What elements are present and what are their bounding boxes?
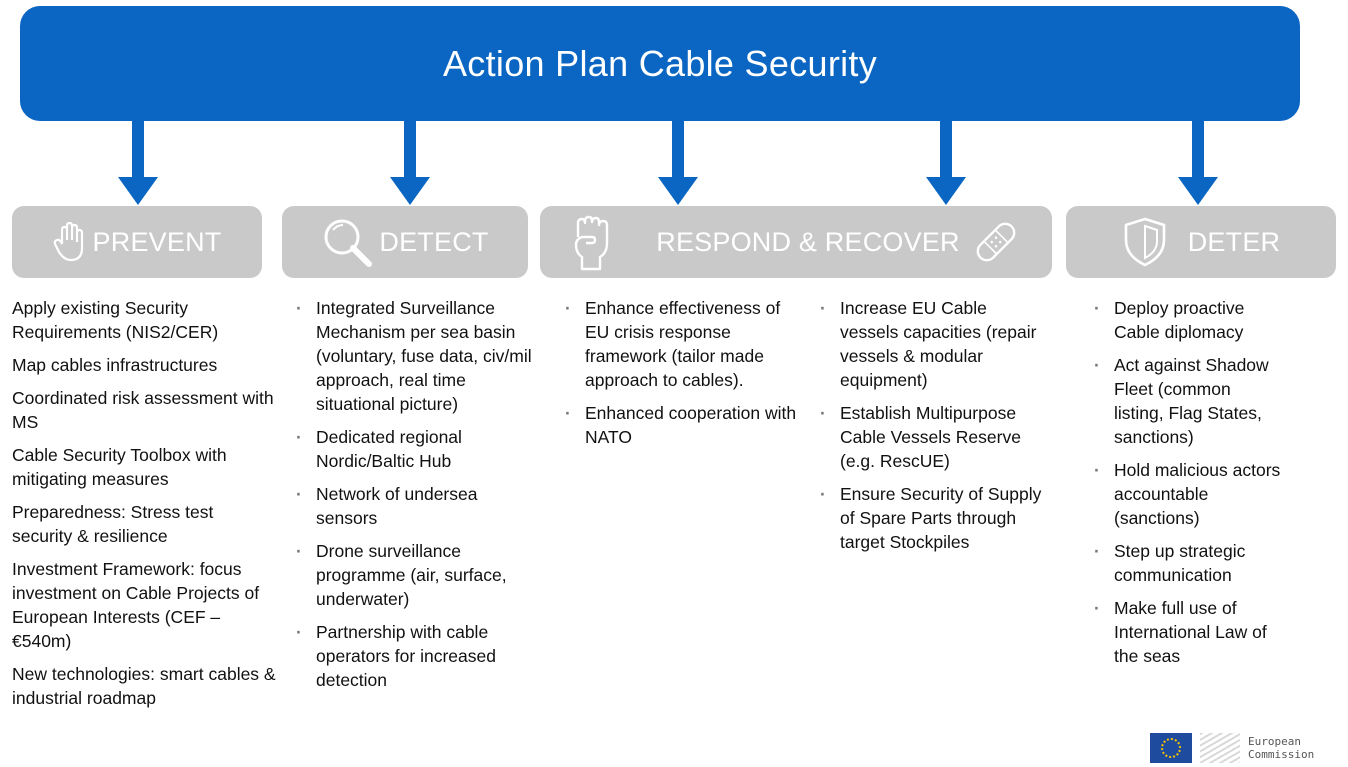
list-item: Network of undersea sensors — [294, 482, 540, 530]
list-item: Make full use of International Law of th… — [1092, 596, 1282, 668]
logo-graphic — [1200, 732, 1240, 763]
respond-list: Enhance effectiveness of EU crisis respo… — [563, 296, 803, 458]
recover-list: Increase EU Cable vessels capacities (re… — [818, 296, 1050, 563]
list-item: Partnership with cable operators for inc… — [294, 620, 540, 692]
pillar-deter: DETER — [1066, 206, 1336, 278]
eu-flag-icon — [1150, 732, 1192, 763]
list-item: Enhanced cooperation with NATO — [563, 401, 803, 449]
title-banner: Action Plan Cable Security — [20, 6, 1300, 121]
list-item: New technologies: smart cables & industr… — [12, 664, 276, 708]
list-item: Increase EU Cable vessels capacities (re… — [818, 296, 1050, 392]
diagram-title: Action Plan Cable Security — [442, 42, 878, 84]
list-item: Cable Security Toolbox with mitigating m… — [12, 445, 227, 489]
arrow-down-icon — [1178, 119, 1218, 205]
list-item: Step up strategic communication — [1092, 539, 1282, 587]
list-item: Establish Multipurpose Cable Vessels Res… — [818, 401, 1050, 473]
list-item: Ensure Security of Supply of Spare Parts… — [818, 482, 1050, 554]
pillar-label: DETECT — [379, 226, 489, 257]
detect-list: Integrated Surveillance Mechanism per se… — [294, 296, 540, 701]
list-item: Integrated Surveillance Mechanism per se… — [294, 296, 540, 416]
arrow-down-icon — [118, 119, 158, 205]
bandage-icon — [976, 222, 1016, 262]
arrow-down-icon — [658, 119, 698, 205]
magnifier-icon — [324, 219, 373, 267]
pillar-detect: DETECT — [282, 206, 528, 278]
pillar-respond-recover: RESPOND & RECOVER — [540, 206, 1052, 278]
list-item: Enhance effectiveness of EU crisis respo… — [563, 296, 803, 392]
logo-line2: Commission — [1248, 747, 1315, 761]
european-commission-logo: European Commission — [1150, 728, 1348, 767]
hand-stop-icon — [53, 222, 83, 262]
list-item: Apply existing Security Requirements (NI… — [12, 298, 219, 342]
shield-icon — [1124, 217, 1166, 267]
list-item: Map cables infrastructures — [12, 355, 218, 375]
logo-line1: European — [1248, 734, 1301, 748]
fist-icon — [575, 215, 609, 271]
arrow-down-icon — [926, 119, 966, 205]
list-item: Drone surveillance programme (air, surfa… — [294, 539, 540, 611]
list-item: Investment Framework: focus investment o… — [12, 559, 260, 651]
logo-text: European Commission — [1248, 735, 1314, 761]
pillar-label: RESPOND & RECOVER — [656, 226, 960, 257]
deter-list: Deploy proactive Cable diplomacy Act aga… — [1092, 296, 1282, 677]
list-item: Act against Shadow Fleet (common listing… — [1092, 353, 1282, 449]
pillar-prevent: PREVENT — [12, 206, 262, 278]
pillar-label: PREVENT — [92, 226, 222, 257]
list-item: Coordinated risk assessment with MS — [12, 388, 274, 432]
list-item: Dedicated regional Nordic/Baltic Hub — [294, 425, 540, 473]
arrow-down-icon — [390, 119, 430, 205]
list-item: Preparedness: Stress test security & res… — [12, 502, 214, 546]
prevent-list: Apply existing Security Requirements (NI… — [12, 296, 277, 719]
list-item: Deploy proactive Cable diplomacy — [1092, 296, 1282, 344]
list-item: Hold malicious actors accountable (sanct… — [1092, 458, 1282, 530]
pillar-label: DETER — [1187, 226, 1281, 257]
